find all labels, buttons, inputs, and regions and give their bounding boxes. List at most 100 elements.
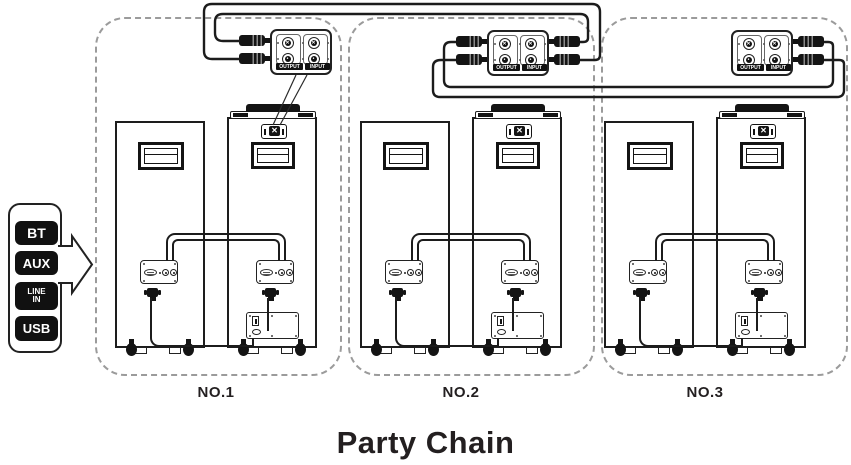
screw-icon (494, 43, 496, 45)
speaker-link-cable (417, 239, 525, 261)
dsub-socket-icon (505, 269, 518, 276)
power-socket-icon (497, 329, 506, 335)
speaker-foot (281, 347, 293, 354)
speaker-link-cable (655, 233, 775, 261)
speaker-wire (512, 298, 515, 331)
speaker-connector-panel (140, 260, 178, 284)
caster-wheel-icon (125, 339, 138, 357)
screw-icon (277, 42, 279, 44)
led-dot-icon (764, 272, 766, 274)
jack-icon (775, 269, 782, 276)
speaker-link-cable (661, 239, 769, 261)
rca-jack-icon: ✕ (308, 37, 320, 49)
chain-panel-1: ✕ ✕ • • OUTPUT INPUT (270, 29, 332, 75)
input-label: INPUT (522, 64, 547, 71)
jack-icon (407, 269, 414, 276)
screw-icon (494, 315, 496, 317)
jack-icon (523, 269, 530, 276)
speaker-wire (267, 298, 270, 331)
speaker-wire (252, 338, 255, 347)
chain-connector-plate: ✕ (261, 124, 287, 139)
chain-connector-plate: ✕ (750, 124, 776, 139)
system-group-box (601, 17, 848, 376)
handle-recess (740, 142, 784, 169)
jack-icon (659, 269, 666, 276)
rca-jack-icon: ✕ (282, 37, 294, 49)
speaker-connector-panel (501, 260, 539, 284)
power-switch-icon (252, 316, 259, 326)
speaker-connector-panel (256, 260, 294, 284)
top-cap (230, 111, 316, 119)
top-cap (719, 111, 805, 119)
led-dot-icon (159, 272, 161, 274)
input-label: INPUT (305, 63, 330, 70)
power-socket-icon (252, 329, 261, 335)
rca-plug (549, 54, 580, 65)
speaker-link-cable (172, 239, 280, 261)
subwoofer-speaker-rear: ✕ (472, 104, 562, 356)
dsub-socket-icon (633, 269, 646, 276)
led-dot-icon (648, 272, 650, 274)
caster-wheel-icon (294, 339, 307, 357)
input-label: INPUT (766, 64, 791, 71)
rca-plug (239, 35, 270, 46)
screw-icon (748, 263, 750, 265)
jack-icon (278, 269, 285, 276)
screw-icon (388, 263, 390, 265)
subwoofer-speaker-rear: ✕ (716, 104, 806, 356)
jack-icon (415, 269, 422, 276)
system-label: NO.3 (686, 384, 724, 401)
power-switch-icon (497, 316, 504, 326)
source-usb-badge: USB (15, 316, 58, 341)
jack-icon (531, 269, 538, 276)
system-label: NO.1 (197, 384, 235, 401)
jack-icon (162, 269, 169, 276)
speaker-cable-plug (751, 288, 768, 301)
connector-cross-icon: ✕ (514, 126, 525, 136)
speaker-cable-plug (262, 288, 279, 301)
speaker-wire (639, 298, 743, 347)
handle-recess (251, 142, 295, 169)
led-dot-icon (275, 272, 277, 274)
power-switch-icon (741, 316, 748, 326)
speaker-wire (741, 338, 744, 347)
screw-icon (738, 43, 740, 45)
speaker-cable-plug (507, 288, 524, 301)
rca-plug (239, 53, 270, 64)
handle-recess (496, 142, 540, 169)
output-label: OUTPUT (276, 63, 303, 70)
jack-icon (170, 269, 177, 276)
speaker-foot (169, 347, 181, 354)
subwoofer-speaker-rear: ✕ (227, 104, 317, 356)
carry-handle (735, 104, 789, 112)
screw-icon (249, 315, 251, 317)
speaker-connector-panel (745, 260, 783, 284)
caster-wheel-icon (614, 339, 627, 357)
led-dot-icon (520, 272, 522, 274)
handle-recess (627, 142, 673, 170)
top-cap (475, 111, 561, 119)
amplifier-plate (735, 312, 788, 339)
caster-wheel-icon (182, 339, 195, 357)
caster-wheel-icon (482, 339, 495, 357)
speaker-wire (497, 338, 500, 347)
source-selector: BT AUX LINE IN USB (8, 203, 62, 353)
rca-jack-icon: ✕ (743, 38, 755, 50)
chain-panel-2: ✕ ✕ • • OUTPUT INPUT (487, 30, 549, 76)
caster-wheel-icon (370, 339, 383, 357)
handle-recess (383, 142, 429, 170)
system-label: NO.2 (442, 384, 480, 401)
source-aux-badge: AUX (15, 251, 58, 275)
handle-recess (138, 142, 184, 170)
speaker-foot (770, 347, 782, 354)
rca-plug (456, 36, 487, 47)
amplifier-plate (491, 312, 544, 339)
speaker-wire (395, 298, 499, 347)
caster-wheel-icon (726, 339, 739, 357)
caster-wheel-icon (539, 339, 552, 357)
speaker-link-cable (166, 233, 286, 261)
